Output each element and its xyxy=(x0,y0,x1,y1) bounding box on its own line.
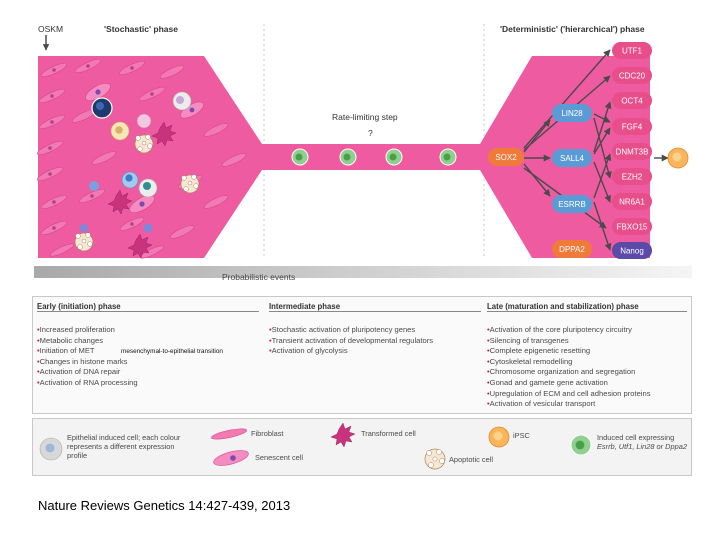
list-item: Cytoskeletal remodelling xyxy=(487,357,651,368)
list-item: Stochastic activation of pluripotency ge… xyxy=(269,325,433,336)
legend-transformed-icon xyxy=(330,422,356,448)
gene-esrrb xyxy=(552,195,592,213)
intermediate-induced-cells xyxy=(291,148,457,166)
epithelial-cells xyxy=(80,91,192,233)
fibroblast xyxy=(139,245,165,259)
gene-oct4 xyxy=(612,92,652,109)
fibroblast xyxy=(203,195,229,209)
legend-apoptotic-text: Apoptotic cell xyxy=(449,455,493,464)
legend-transformed-text: Transformed cell xyxy=(361,429,416,438)
svg-text:ESRRB: ESRRB xyxy=(558,200,586,209)
gene-nodes: SOX2 LIN28 SALL4 ESRRB DPPA2 UTF1 CDC20 … xyxy=(488,42,652,259)
svg-text:SALL4: SALL4 xyxy=(560,154,585,163)
early-phase-list: Increased proliferation Metabolic change… xyxy=(37,325,138,389)
gene-sall4 xyxy=(552,149,592,167)
gene-nr6a1 xyxy=(612,193,652,210)
fibroblast-nuclei xyxy=(48,64,154,230)
gene-fgf4 xyxy=(612,118,652,135)
fibroblast xyxy=(169,225,195,239)
svg-text:FBXO15: FBXO15 xyxy=(617,223,648,232)
legend-induced-genes: Esrrb, Utf1, Lin28 or Dppa2 xyxy=(597,442,687,451)
list-item: Gonad and gamete gene activation xyxy=(487,378,651,389)
svg-text:UTF1: UTF1 xyxy=(622,47,643,56)
gene-cdc20 xyxy=(612,67,652,84)
legend: Epithelial induced cell; each colour rep… xyxy=(32,418,692,476)
late-phase-title: Late (maturation and stabilization) phas… xyxy=(487,302,687,312)
senescent-cells xyxy=(85,82,204,214)
epithelial-cell xyxy=(89,181,99,191)
list-item: Activation of glycolysis xyxy=(269,346,433,357)
question-mark: ? xyxy=(368,128,373,138)
svg-text:LIN28: LIN28 xyxy=(561,109,583,118)
fibroblast xyxy=(91,151,117,165)
figure: OSKM 'Stochastic' phase 'Deterministic' … xyxy=(32,18,692,476)
list-item: Activation of the core pluripotency circ… xyxy=(487,325,651,336)
legend-epithelial-text: Epithelial induced cell; each colour rep… xyxy=(67,433,181,460)
svg-text:EZH2: EZH2 xyxy=(622,173,643,182)
fibroblast xyxy=(203,123,229,137)
svg-text:SOX2: SOX2 xyxy=(495,153,517,162)
gene-dnmt3b xyxy=(612,143,652,160)
legend-fibroblast-icon xyxy=(211,428,247,440)
probabilistic-bar xyxy=(34,266,692,278)
svg-text:FGF4: FGF4 xyxy=(622,123,643,132)
early-phase-title: Early (initiation) phase xyxy=(37,302,259,312)
apoptotic-blebs xyxy=(75,134,199,250)
reprogramming-diagram: SOX2 LIN28 SALL4 ESRRB DPPA2 UTF1 CDC20 … xyxy=(34,24,692,278)
late-phase-list: Activation of the core pluripotency circ… xyxy=(487,325,651,410)
list-item: Increased proliferation xyxy=(37,325,138,336)
legend-symbols xyxy=(39,422,592,470)
list-item: Transient activation of developmental re… xyxy=(269,336,433,347)
list-item: Metabolic changes xyxy=(37,336,138,347)
citation: Nature Reviews Genetics 14:427-439, 2013 xyxy=(38,498,291,513)
fibroblast xyxy=(49,243,75,257)
rate-limiting-label: Rate-limiting step xyxy=(332,112,398,122)
legend-induced-prefix: Induced cell expressing xyxy=(597,433,675,442)
transformed-cell xyxy=(127,233,153,259)
met-note: mesenchymal-to-epithelial transition xyxy=(121,348,223,355)
list-item: Complete epigenetic resetting xyxy=(487,346,651,357)
deterministic-phase-label: 'Deterministic' ('hierarchical') phase xyxy=(500,24,645,34)
list-item: Chromosome organization and segregation xyxy=(487,367,651,378)
probabilistic-label: Probabilistic events xyxy=(222,272,296,282)
svg-text:DPPA2: DPPA2 xyxy=(559,245,585,254)
gene-ezh2 xyxy=(612,168,652,185)
list-item: Initiation of MET xyxy=(37,346,138,357)
list-item: Activation of vesicular transport xyxy=(487,399,651,410)
gene-lin28 xyxy=(552,104,592,122)
oskm-label: OSKM xyxy=(38,24,64,34)
gene-dppa2 xyxy=(552,240,592,258)
list-item: Silencing of transgenes xyxy=(487,336,651,347)
intermediate-phase-title: Intermediate phase xyxy=(269,302,481,312)
epithelial-cell xyxy=(136,113,152,129)
gene-nanog xyxy=(612,242,652,259)
legend-fibroblast-text: Fibroblast xyxy=(251,429,284,438)
epithelial-cell xyxy=(80,224,88,232)
legend-senescent-text: Senescent cell xyxy=(255,453,304,462)
intermediate-phase-list: Stochastic activation of pluripotency ge… xyxy=(269,325,433,357)
svg-text:NR6A1: NR6A1 xyxy=(619,198,645,207)
epithelial-cell xyxy=(143,223,153,233)
transformed-cell xyxy=(107,189,133,215)
svg-text:DNMT3B: DNMT3B xyxy=(616,148,649,157)
list-item: Upregulation of ECM and cell adhesion pr… xyxy=(487,389,651,400)
svg-text:CDC20: CDC20 xyxy=(619,72,646,81)
list-item: Activation of RNA processing xyxy=(37,378,138,389)
phases-panel: Early (initiation) phase Intermediate ph… xyxy=(32,296,692,414)
svg-text:OCT4: OCT4 xyxy=(621,97,643,106)
transformed-cells xyxy=(107,121,177,259)
stochastic-phase-label: 'Stochastic' phase xyxy=(104,24,178,34)
list-item: Changes in histone marks xyxy=(37,357,138,368)
legend-induced-text: Induced cell expressing Esrrb, Utf1, Lin… xyxy=(597,433,689,451)
transformed-cell xyxy=(151,121,177,147)
svg-text:Nanog: Nanog xyxy=(620,247,644,256)
gene-fbxo15 xyxy=(612,218,652,235)
gene-utf1 xyxy=(612,42,652,59)
fibroblast xyxy=(221,153,247,167)
fibroblast xyxy=(159,65,185,79)
gene-sox2 xyxy=(488,148,524,166)
list-item: Activation of DNA repair xyxy=(37,367,138,378)
legend-ipsc-text: iPSC xyxy=(513,431,530,440)
